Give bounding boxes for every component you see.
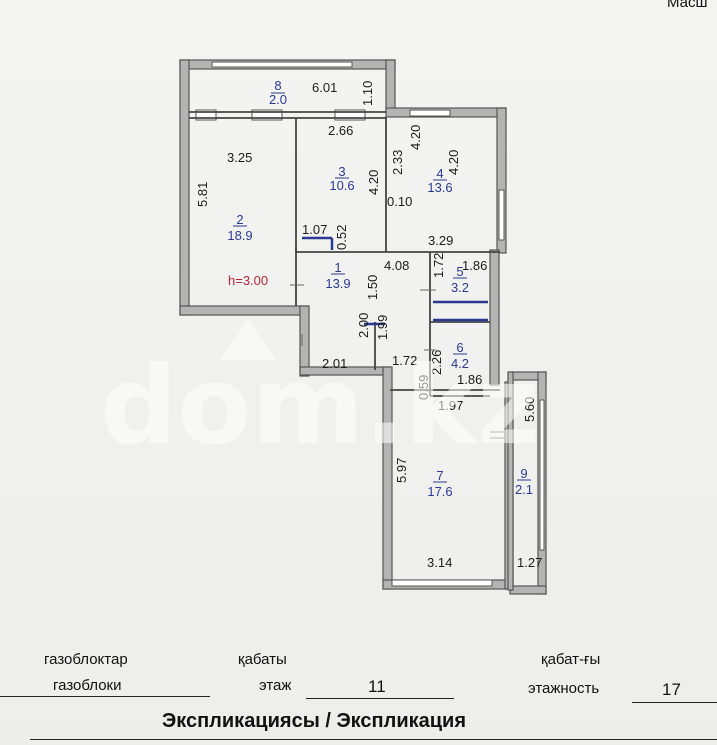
dimension-label: 1.72 xyxy=(392,353,417,368)
floor-plan: 8 2.0 3 10.6 4 13.6 2 18.9 1 13.9 5 3.2 … xyxy=(100,59,547,595)
dimension-label: 1.99 xyxy=(375,315,390,340)
dimension-label: 2.00 xyxy=(356,313,371,338)
floor-value: 11 xyxy=(368,677,386,696)
room-area: 4.2 xyxy=(451,356,469,371)
room-number: 7 xyxy=(436,468,443,483)
scale-label-fragment: Масш xyxy=(667,0,708,11)
dimension-label: 5.97 xyxy=(394,458,409,483)
storeys-underline xyxy=(632,702,717,703)
storeys-label-kz: қабат-ғы xyxy=(541,651,601,668)
dimension-label: 0.59 xyxy=(416,375,431,400)
floor-underline xyxy=(306,698,454,699)
wall-material-kz: газоблоктар xyxy=(44,651,128,668)
room-area: 3.2 xyxy=(451,280,469,295)
dimension-label: 2.33 xyxy=(390,150,405,175)
floor-label-kz: қабаты xyxy=(238,651,287,668)
dimension-label: 5.81 xyxy=(195,182,210,207)
room-area: 13.9 xyxy=(325,276,350,291)
storeys-label-ru: этажность xyxy=(528,680,600,697)
dimension-label: 1.07 xyxy=(302,222,327,237)
dimension-label: 0.52 xyxy=(334,225,349,250)
dimension-label: 1.97 xyxy=(438,398,463,413)
floor-label-ru: этаж xyxy=(259,677,292,694)
room-area: 2.0 xyxy=(269,92,287,107)
room-number: 5 xyxy=(456,264,463,279)
ceiling-height-label: h=3.00 xyxy=(228,273,268,288)
dimension-label: 6.01 xyxy=(312,80,337,95)
dimension-label: 4.20 xyxy=(408,125,423,150)
dimension-label: 1.86 xyxy=(457,372,482,387)
explication-title: Экспликациясы / Экспликация xyxy=(162,710,467,732)
dimension-label: 0.10 xyxy=(387,194,412,209)
dimension-label: 1.72 xyxy=(431,253,446,278)
room-area: 2.1 xyxy=(515,482,533,497)
dimension-label: 3.25 xyxy=(227,150,252,165)
dimension-label: 2.01 xyxy=(322,356,347,371)
room-number: 3 xyxy=(338,164,345,179)
dimension-label: 1.27 xyxy=(517,555,542,570)
dimension-label: 4.20 xyxy=(446,150,461,175)
blue-markers xyxy=(302,236,488,326)
dimension-label: 1.10 xyxy=(360,81,375,106)
storeys-value: 17 xyxy=(662,680,681,699)
dimension-label: 1.50 xyxy=(365,275,380,300)
room-area: 10.6 xyxy=(329,178,354,193)
door-ticks xyxy=(290,284,505,439)
dimension-label: 4.20 xyxy=(366,170,381,195)
dimension-label: 2.26 xyxy=(429,350,444,375)
wall-material-ru: газоблоки xyxy=(53,677,122,694)
inner-walls xyxy=(189,111,500,397)
room-area: 13.6 xyxy=(427,180,452,195)
room-number: 2 xyxy=(236,212,243,227)
watermark-text: dom.kz xyxy=(100,344,540,469)
room-area: 17.6 xyxy=(427,484,452,499)
room-number: 6 xyxy=(456,340,463,355)
dimension-label: 2.66 xyxy=(328,123,353,138)
dimension-label: 3.29 xyxy=(428,233,453,248)
watermark: dom.kz xyxy=(100,320,540,469)
table-top-line xyxy=(30,739,717,740)
room-area: 18.9 xyxy=(227,228,252,243)
dimension-label: 4.08 xyxy=(384,258,409,273)
dimension-label: 3.14 xyxy=(427,555,452,570)
room-number: 9 xyxy=(520,466,527,481)
dimension-label: 5.60 xyxy=(522,397,537,422)
room-number: 1 xyxy=(334,260,341,275)
room-number: 4 xyxy=(436,166,443,181)
material-underline xyxy=(0,696,210,697)
room-labels: 8 2.0 3 10.6 4 13.6 2 18.9 1 13.9 5 3.2 … xyxy=(227,78,533,499)
dimension-labels: 6.01 1.10 2.66 4.20 3.25 2.33 4.20 4.20 … xyxy=(195,80,542,570)
windows xyxy=(195,61,545,587)
room-number: 8 xyxy=(274,78,281,93)
dimension-label: 1.86 xyxy=(462,258,487,273)
